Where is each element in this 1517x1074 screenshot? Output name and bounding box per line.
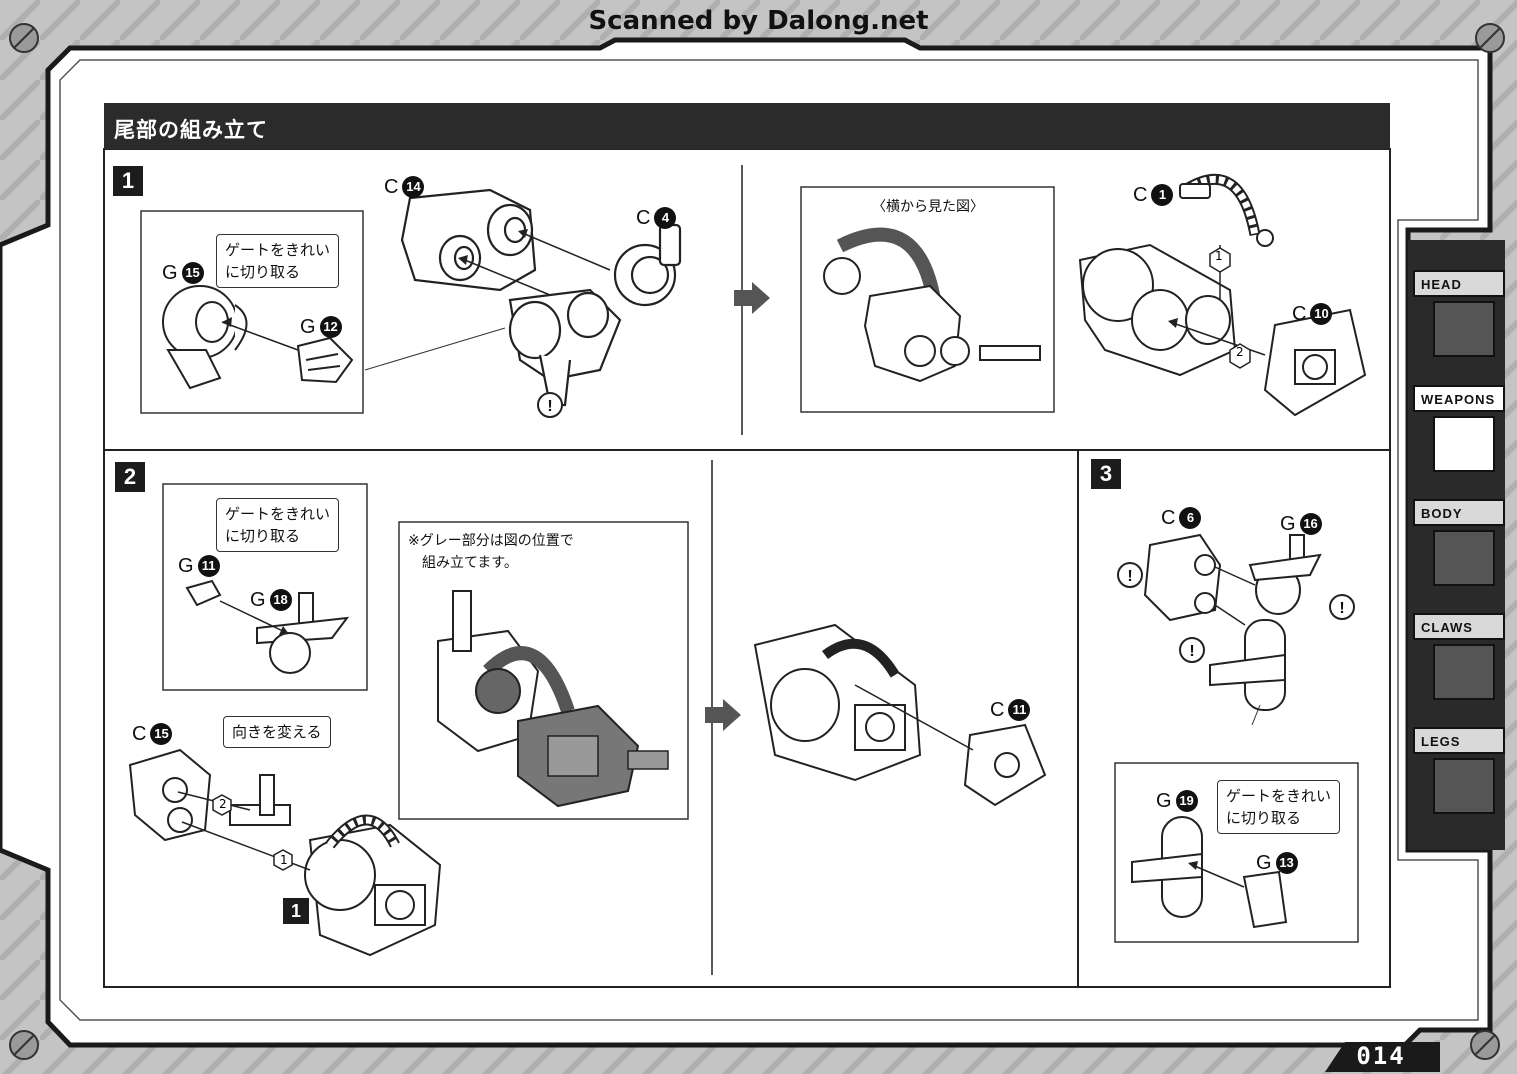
gray-part-note: ※グレー部分は図の位置で 組み立てます。 bbox=[408, 533, 574, 571]
tab-claws-label: CLAWS bbox=[1413, 613, 1505, 640]
change-direction-callout: 向きを変える bbox=[223, 716, 331, 748]
claws-icon bbox=[1433, 644, 1495, 700]
page-number: 014 bbox=[1356, 1042, 1406, 1070]
step2-assembly-drawing bbox=[128, 748, 442, 957]
svg-text:!: ! bbox=[1127, 568, 1132, 585]
flow-arrow-icon-2 bbox=[705, 699, 741, 731]
tab-legs-label: LEGS bbox=[1413, 727, 1505, 754]
side-view-box bbox=[800, 186, 1055, 413]
step1-detail-box bbox=[140, 210, 364, 414]
order-mark-2: 2 bbox=[1236, 345, 1244, 359]
step3-assembly-drawing: !!! bbox=[1117, 533, 1355, 725]
step-number-2: 2 bbox=[115, 462, 145, 492]
step1-assembly-drawing: ! bbox=[364, 188, 682, 418]
step2-result-drawing bbox=[753, 623, 1047, 807]
gray-part-note-box bbox=[398, 521, 689, 820]
order-mark-2b: 2 bbox=[219, 797, 227, 811]
section-title: 尾部の組み立て bbox=[114, 118, 268, 142]
head-icon bbox=[1433, 301, 1495, 357]
weapons-icon bbox=[1433, 416, 1495, 472]
tab-head-label: HEAD bbox=[1413, 270, 1505, 297]
gate-cut-callout-2: ゲートをきれい に切り取る bbox=[216, 498, 340, 552]
tab-weapons-label: WEAPONS bbox=[1413, 385, 1505, 412]
tab-legs[interactable]: LEGS bbox=[1413, 727, 1505, 819]
gate-cut-callout: ゲートをきれい に切り取る bbox=[216, 234, 340, 288]
sub-step-ref: 1 bbox=[283, 898, 309, 924]
scan-credit: Scanned by Dalong.net bbox=[588, 6, 929, 36]
tab-weapons[interactable]: WEAPONS bbox=[1413, 385, 1505, 477]
legs-icon bbox=[1433, 758, 1495, 814]
step1-tail-drawing bbox=[1078, 173, 1367, 417]
tab-head[interactable]: HEAD bbox=[1413, 270, 1505, 362]
tab-body-label: BODY bbox=[1413, 499, 1505, 526]
svg-text:!: ! bbox=[1339, 600, 1344, 617]
side-view-label: 〈横から見た図〉 bbox=[872, 199, 984, 215]
svg-text:!: ! bbox=[1189, 643, 1194, 660]
section-title-bar bbox=[104, 103, 1390, 149]
order-mark-1: 1 bbox=[1215, 249, 1223, 263]
svg-text:!: ! bbox=[547, 398, 552, 415]
body-icon bbox=[1433, 530, 1495, 586]
gate-cut-callout-3: ゲートをきれい に切り取る bbox=[1217, 780, 1341, 834]
flow-arrow-icon bbox=[734, 282, 770, 314]
order-mark-1b: 1 bbox=[280, 853, 288, 867]
step-number-3: 3 bbox=[1091, 459, 1121, 489]
tab-claws[interactable]: CLAWS bbox=[1413, 613, 1505, 705]
tab-body[interactable]: BODY bbox=[1413, 499, 1505, 591]
step-number-1: 1 bbox=[113, 166, 143, 196]
